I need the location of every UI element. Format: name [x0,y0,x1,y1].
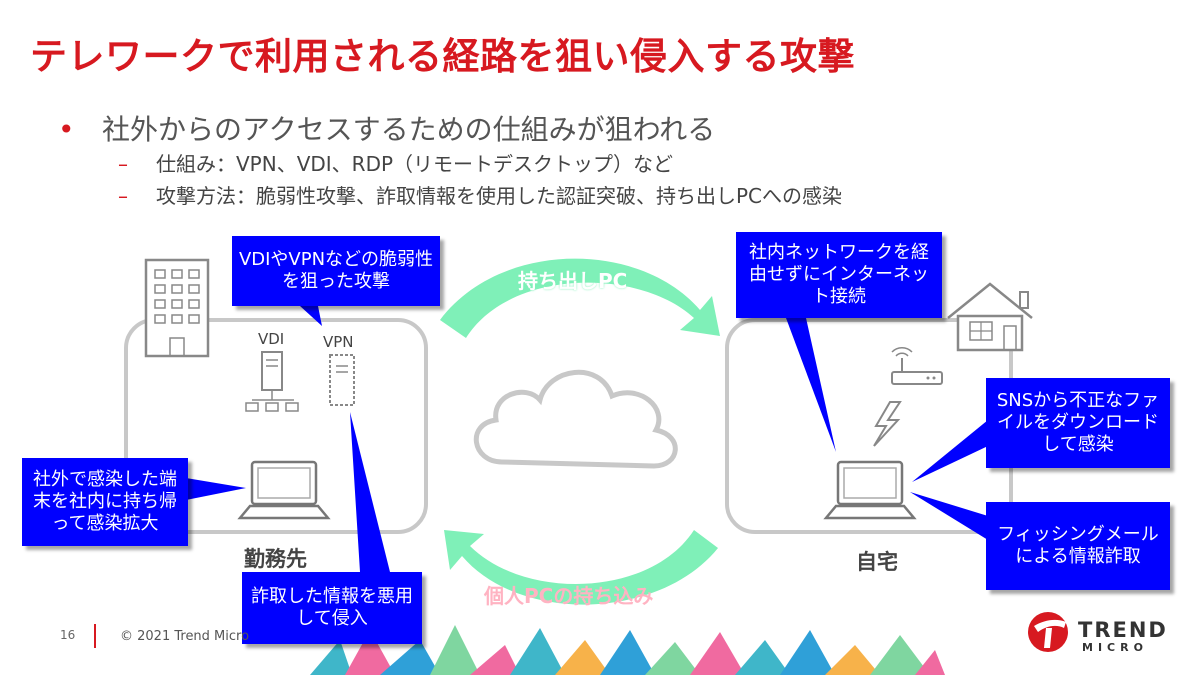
bullet-dot: • [58,113,75,146]
vpn-label: VPN [323,333,354,351]
internet-cloud-icon [474,369,678,469]
callout-stolen-info: 詐取した情報を悪用して侵入 [242,572,422,644]
bullet-sub-1: – 仕組み：VPN、VDI、RDP（リモートデスクトップ）など [118,148,673,177]
page-number: 16 [60,628,76,642]
callout-direct-internet: 社内ネットワークを経由せずにインターネット接続 [736,232,942,318]
page-title: テレワークで利用される経路を狙い侵入する攻撃 [30,35,855,78]
callout-vdi-vpn-vulnerability: VDIやVPNなどの脆弱性を狙った攻撃 [232,236,440,306]
bullet-sub-2: – 攻撃方法：脆弱性攻撃、詐取情報を使用した認証突破、持ち出しPCへの感染 [118,180,842,209]
office-laptop-icon [237,460,331,520]
trend-micro-logo-icon [1028,612,1068,652]
logo-text-trend: TREND [1078,618,1168,642]
office-building-icon [144,258,210,358]
vdi-label: VDI [258,330,285,348]
bring-personal-pc-arrow [444,530,718,605]
foliage-decoration [310,625,945,675]
office-label: 勤務先 [244,547,307,571]
vdi-server-icon [245,351,299,412]
callout-infected-device: 社外で感染した端末を社内に持ち帰って感染拡大 [22,458,188,546]
callout-pointer-vdi [300,306,322,326]
arrow-label-bring-personal-pc: 個人PCの持ち込み [484,584,654,608]
bullet-dash: – [118,152,128,176]
callout-phishing: フィッシングメールによる情報詐取 [986,502,1170,590]
copyright-text: © 2021 Trend Micro [120,629,250,644]
home-laptop-icon [823,460,917,520]
callout-pointer-stolen [350,412,390,572]
footer-divider [94,624,96,648]
home-label: 自宅 [856,550,898,574]
vpn-device-icon [329,354,355,406]
take-out-pc-arrow [440,258,720,338]
house-icon [947,282,1033,352]
arrow-label-take-out-pc: 持ち出しPC [518,269,628,293]
bullet-dash: – [118,184,128,208]
bullet-sub-2-text: 攻撃方法：脆弱性攻撃、詐取情報を使用した認証突破、持ち出しPCへの感染 [156,184,843,208]
bullet-main: • 社外からのアクセスするための仕組みが狙われる [58,108,715,148]
wifi-router-icon [891,347,943,385]
callout-pointer-sns [912,420,988,482]
callout-pointer-internet [786,318,836,452]
bullet-main-text: 社外からのアクセスするための仕組みが狙われる [102,113,716,146]
callout-pointer-phishing [910,492,988,540]
lightning-icon [873,401,902,447]
office-frame [124,318,428,534]
callout-pointer-infected [186,478,246,500]
bullet-sub-1-text: 仕組み：VPN、VDI、RDP（リモートデスクトップ）など [156,152,674,176]
callout-sns-download: SNSから不正なファイルをダウンロードして感染 [986,378,1170,468]
logo-text-micro: MICRO [1082,641,1148,654]
